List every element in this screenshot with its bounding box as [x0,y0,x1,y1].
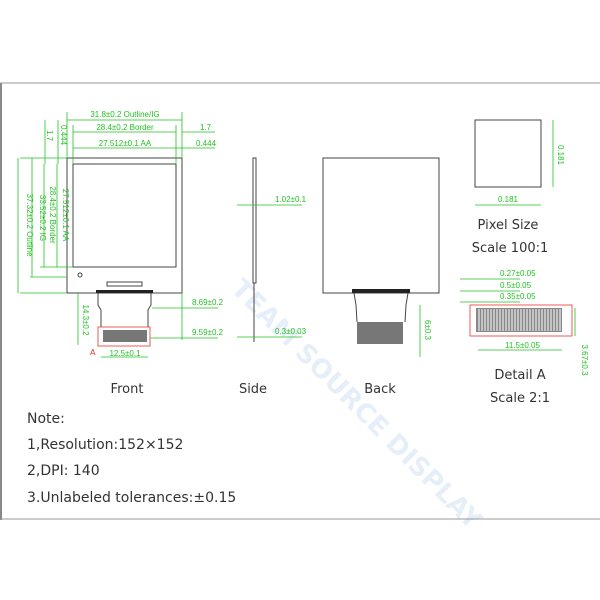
svg-text:27.512±0.1 AA: 27.512±0.1 AA [61,189,70,242]
side-view: 1.02±0.1 0.3±0.03 Side [237,157,307,397]
mark-circle [77,272,83,278]
side-label: Side [239,382,267,397]
front-outline [66,157,183,294]
front-bar [106,281,143,287]
svg-text:0.5±0.05: 0.5±0.05 [500,281,532,290]
svg-text:Detail A: Detail A [494,368,545,383]
svg-text:Scale 2:1: Scale 2:1 [490,391,550,406]
svg-text:Pixel Size: Pixel Size [478,218,539,233]
svg-text:14.3±0.2: 14.3±0.2 [81,304,90,336]
svg-text:9.59±0.2: 9.59±0.2 [192,328,224,337]
back-outline [322,157,440,294]
back-label: Back [364,382,396,397]
detail-a-box [97,326,151,347]
stiffener [357,322,403,344]
svg-text:28.4±0.2 Border: 28.4±0.2 Border [96,123,154,132]
svg-text:37.32±0.2 Outline: 37.32±0.2 Outline [25,193,34,257]
svg-text:6±0.3: 6±0.3 [423,320,432,341]
svg-text:31.8±0.2 Outline/IG: 31.8±0.2 Outline/IG [90,110,159,119]
notes: Note: 1,Resolution:152×152 2,DPI: 140 3.… [27,411,236,506]
svg-text:0.444: 0.444 [59,125,68,146]
svg-text:3.67±0.3: 3.67±0.3 [580,344,589,376]
side-panel [252,157,257,284]
svg-text:1.7: 1.7 [45,130,54,142]
front-label: Front [111,382,144,397]
active-area [72,163,177,268]
svg-text:1.02±0.1: 1.02±0.1 [275,195,307,204]
svg-text:0.35±0.05: 0.35±0.05 [500,292,536,301]
svg-text:1.7: 1.7 [200,123,212,132]
svg-text:28.4±0.2 Border: 28.4±0.2 Border [48,186,57,244]
svg-text:1,Resolution:152×152: 1,Resolution:152×152 [27,437,183,453]
fpc-pins [103,330,147,342]
svg-text:11.5±0.05: 11.5±0.05 [505,341,540,350]
svg-text:33.52±0.2 IG: 33.52±0.2 IG [38,195,47,241]
front-view: A 31.8±0.2 Outline/IG 28.4±0.2 Border 27… [17,110,224,397]
svg-text:0.27±0.05: 0.27±0.05 [500,269,536,278]
svg-text:3.Unlabeled tolerances:±0.15: 3.Unlabeled tolerances:±0.15 [27,490,236,506]
fpc-bond [96,290,153,293]
svg-text:0.3±0.03: 0.3±0.03 [275,327,307,336]
svg-text:Note:: Note: [27,411,65,427]
detail-a-view: /* pins drawn below */ 0.27±0.05 0.5±0.0… [460,269,589,406]
svg-text:0.444: 0.444 [196,139,217,148]
fpc-tail [97,293,152,327]
svg-text:8.69±0.2: 8.69±0.2 [192,298,224,307]
svg-text:0.181: 0.181 [498,195,519,204]
svg-text:2,DPI: 140: 2,DPI: 140 [27,463,100,479]
svg-text:Scale 100:1: Scale 100:1 [472,241,549,256]
back-view: 6±0.3 Back [322,157,440,397]
svg-text:0.181: 0.181 [556,145,565,166]
pixel-size-view: 0.181 0.181 Pixel Size Scale 100:1 [472,119,565,256]
svg-text:12.5±0.1: 12.5±0.1 [109,349,141,358]
svg-text:27.512±0.1 AA: 27.512±0.1 AA [99,139,152,148]
svg-text:A: A [90,348,96,357]
